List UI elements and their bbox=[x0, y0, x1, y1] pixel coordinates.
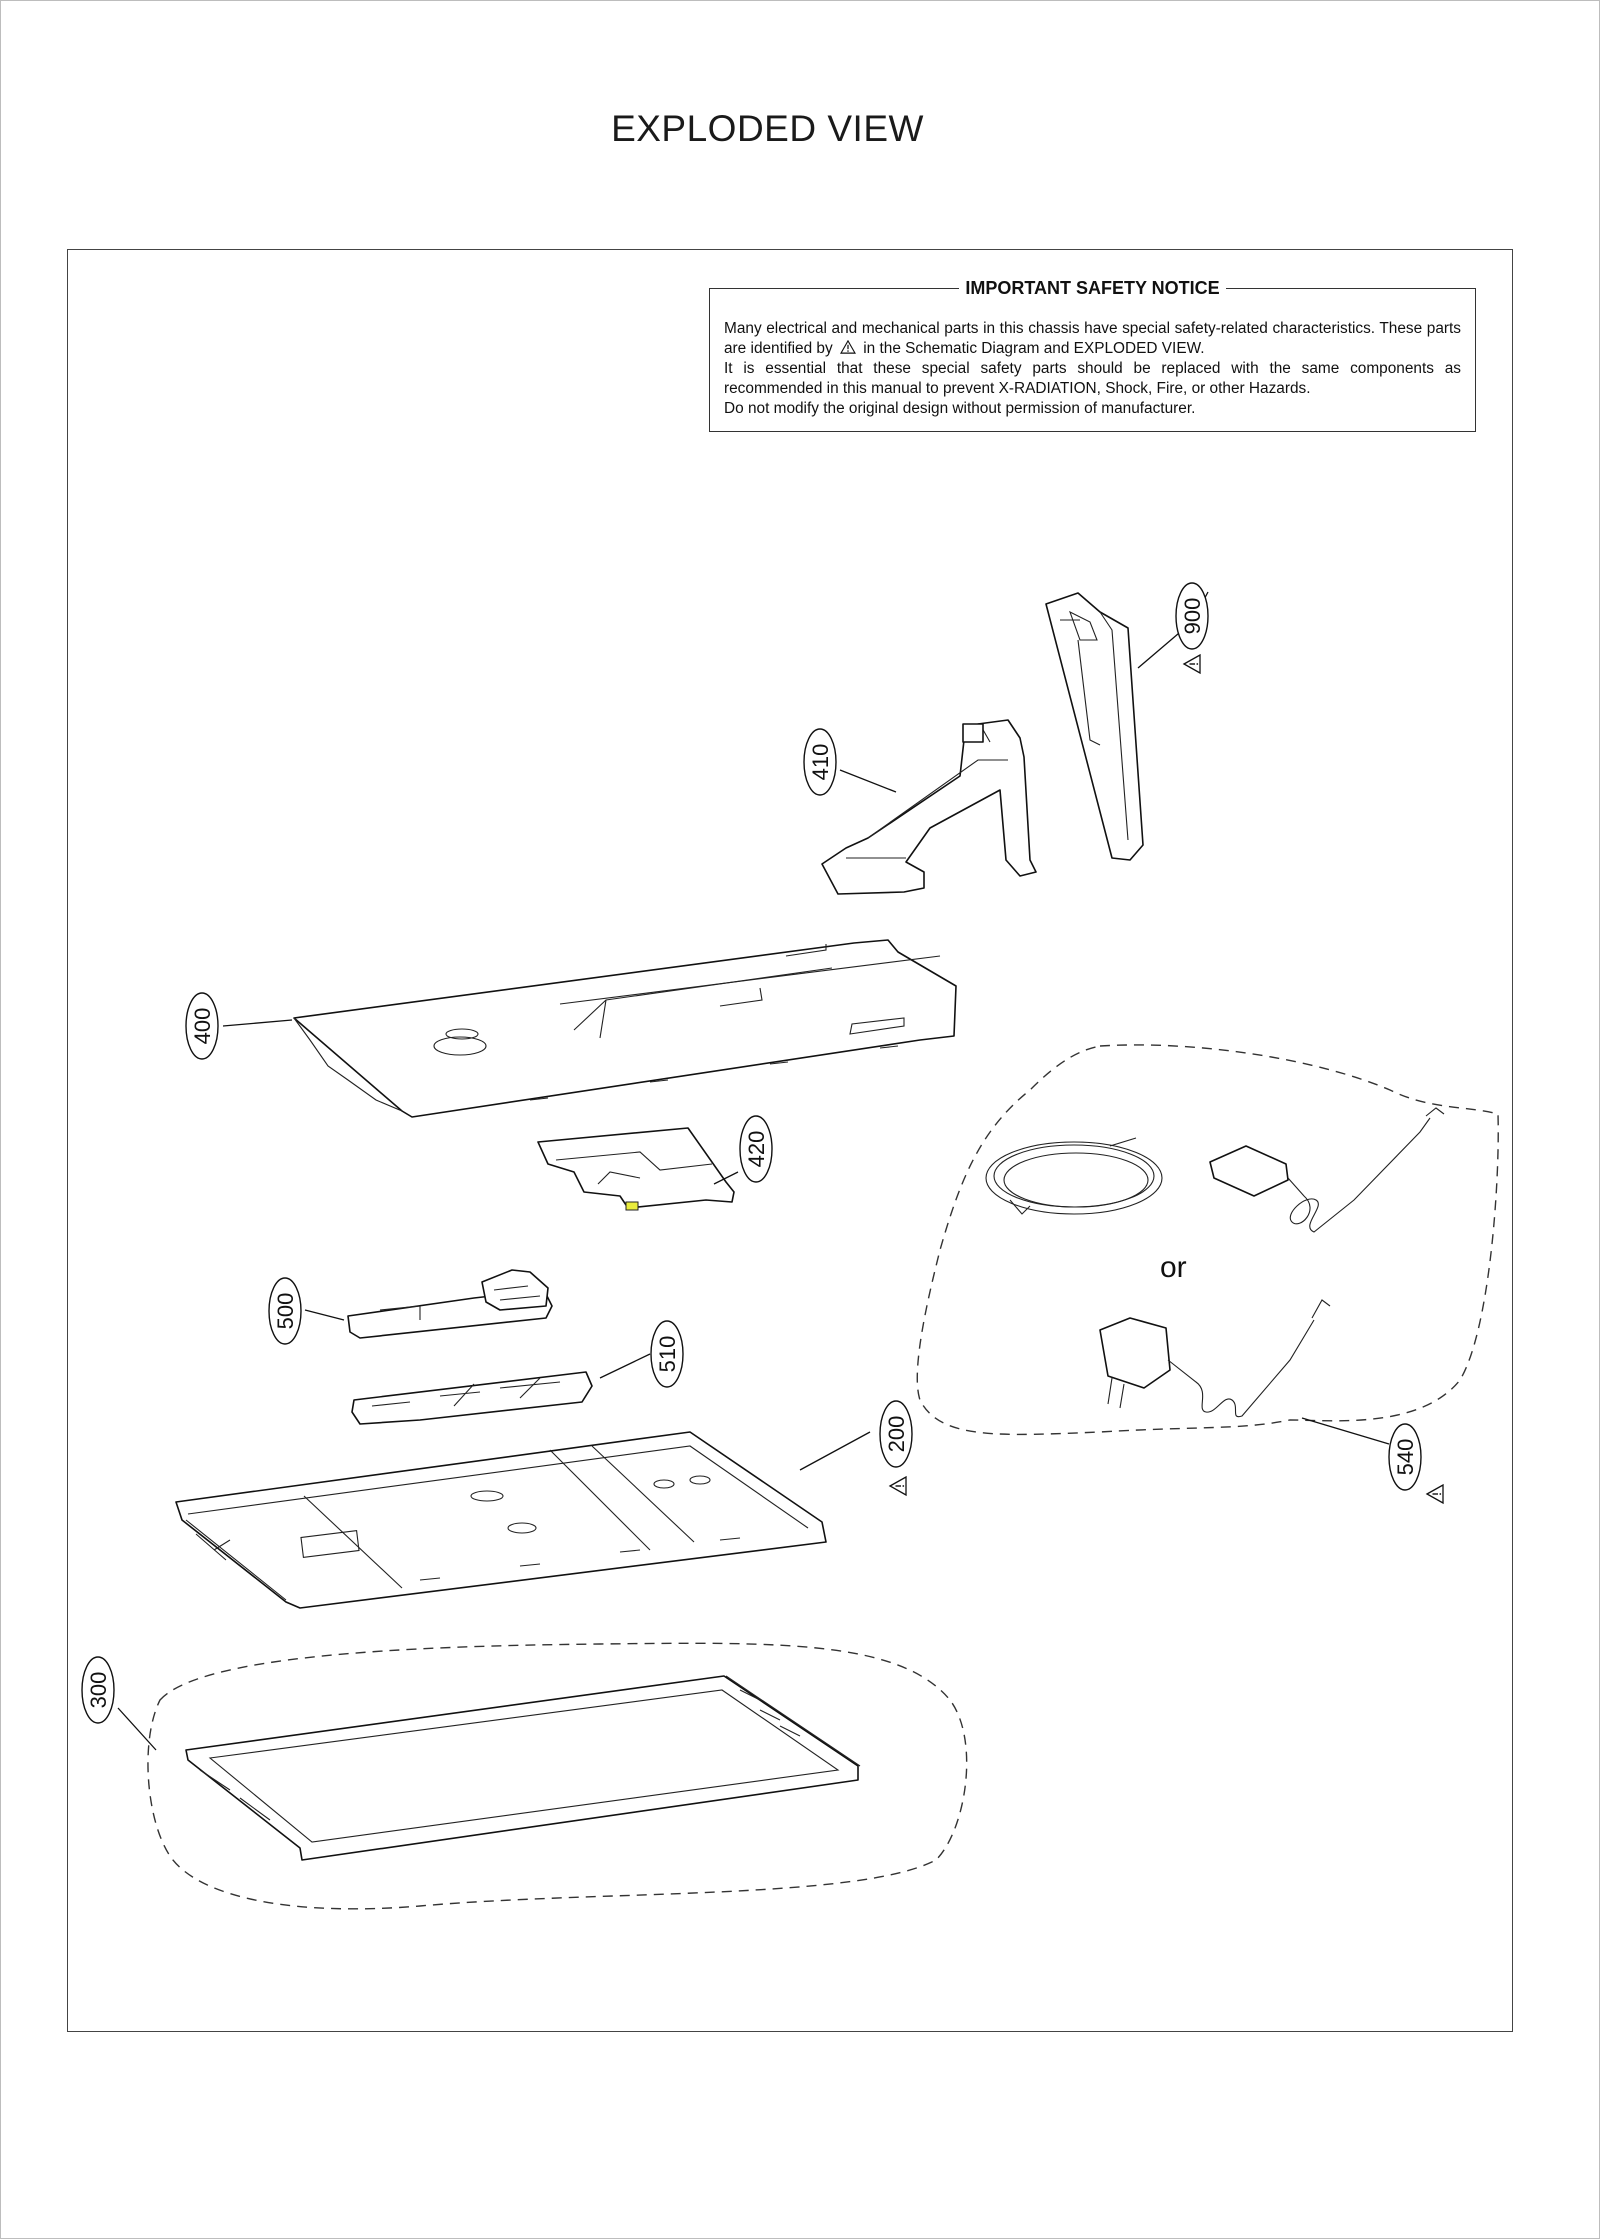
notice-line-1a: Many electrical and mechanical parts in … bbox=[724, 320, 1461, 357]
callout-400: 400 bbox=[185, 992, 219, 1060]
svg-text:540: 540 bbox=[1393, 1439, 1418, 1476]
notice-line-1b: in the Schematic Diagram and EXPLODED VI… bbox=[863, 340, 1205, 357]
warning-triangle-icon bbox=[839, 340, 856, 354]
or-label: or bbox=[1160, 1251, 1187, 1284]
stand-body-icon bbox=[821, 719, 1037, 895]
warning-triangle-icon bbox=[1183, 654, 1201, 674]
svg-text:400: 400 bbox=[190, 1008, 215, 1045]
warning-triangle-icon bbox=[1426, 1484, 1444, 1504]
svg-text:200: 200 bbox=[884, 1416, 909, 1453]
svg-text:510: 510 bbox=[655, 1336, 680, 1373]
safety-notice-body: Many electrical and mechanical parts in … bbox=[724, 319, 1461, 419]
front-bezel-icon bbox=[185, 1675, 861, 1861]
callout-420: 420 bbox=[739, 1115, 773, 1183]
panel-module-icon bbox=[175, 1431, 827, 1609]
callout-510: 510 bbox=[650, 1320, 684, 1388]
shield-plate-icon bbox=[537, 1127, 735, 1211]
svg-text:300: 300 bbox=[86, 1672, 111, 1709]
callout-900: 900 bbox=[1175, 582, 1209, 650]
main-board-icon bbox=[347, 1269, 553, 1339]
callout-410: 410 bbox=[803, 728, 837, 796]
stand-base-icon bbox=[1045, 592, 1144, 861]
svg-text:420: 420 bbox=[744, 1131, 769, 1168]
safety-notice-paragraph-3: Do not modify the original design withou… bbox=[724, 400, 1196, 417]
svg-text:410: 410 bbox=[808, 744, 833, 781]
svg-text:500: 500 bbox=[273, 1293, 298, 1330]
callout-540: 540 bbox=[1388, 1423, 1422, 1491]
back-cover-icon bbox=[293, 939, 957, 1118]
callout-500: 500 bbox=[268, 1277, 302, 1345]
safety-notice-paragraph-1: Many electrical and mechanical parts in … bbox=[724, 319, 1461, 359]
adapter-cord-icon bbox=[985, 1107, 1445, 1418]
page-title: EXPLODED VIEW bbox=[611, 108, 924, 149]
callout-300: 300 bbox=[81, 1656, 115, 1724]
power-board-icon bbox=[351, 1371, 593, 1425]
safety-notice-box: IMPORTANT SAFETY NOTICE Many electrical … bbox=[709, 278, 1476, 432]
bezel-group-boundary bbox=[147, 1642, 968, 1910]
safety-notice-title: IMPORTANT SAFETY NOTICE bbox=[959, 278, 1226, 298]
safety-notice-paragraph-2: It is essential that these special safet… bbox=[724, 360, 1461, 397]
adapter-group-boundary bbox=[916, 1044, 1499, 1436]
warning-triangle-icon bbox=[889, 1476, 907, 1496]
callout-200: 200 bbox=[879, 1400, 913, 1468]
diagram-frame bbox=[67, 249, 1513, 2032]
svg-text:900: 900 bbox=[1180, 598, 1205, 635]
